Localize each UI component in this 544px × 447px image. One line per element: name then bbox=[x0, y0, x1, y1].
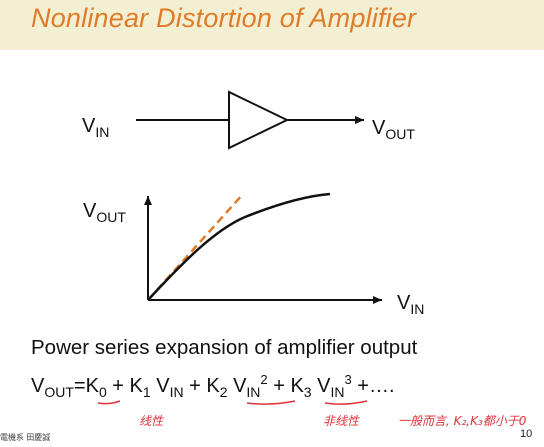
slide-title: Nonlinear Distortion of Amplifier bbox=[31, 3, 417, 33]
amplifier-triangle-icon bbox=[228, 90, 290, 150]
nonlinear-annotation: 非线性 bbox=[323, 414, 360, 428]
k0-underline bbox=[97, 400, 121, 405]
k2-underline bbox=[246, 400, 296, 405]
footer-author: 電機系 田慶誠 bbox=[0, 433, 51, 442]
power-series-equation: VOUT=K0 + K1 VIN + K2 VIN2 + K3 VIN3 +…. bbox=[31, 372, 395, 400]
nonlinear-response-curve bbox=[147, 192, 331, 301]
linear-annotation: 线性 bbox=[139, 414, 164, 428]
general-annotation: 一般而言, K₂,K₃都小于0 bbox=[398, 414, 527, 428]
page-number: 10 bbox=[520, 428, 533, 440]
plot-x-axis-label: VIN bbox=[397, 292, 425, 317]
title-band bbox=[0, 0, 544, 50]
power-series-title: Power series expansion of amplifier outp… bbox=[31, 336, 418, 359]
amplifier-input-label: VIN bbox=[82, 115, 110, 140]
amplifier-output-label: VOUT bbox=[372, 117, 415, 142]
plot-y-axis-label: VOUT bbox=[83, 200, 126, 225]
k3-underline bbox=[324, 400, 368, 405]
ideal-linear-line bbox=[147, 193, 244, 301]
